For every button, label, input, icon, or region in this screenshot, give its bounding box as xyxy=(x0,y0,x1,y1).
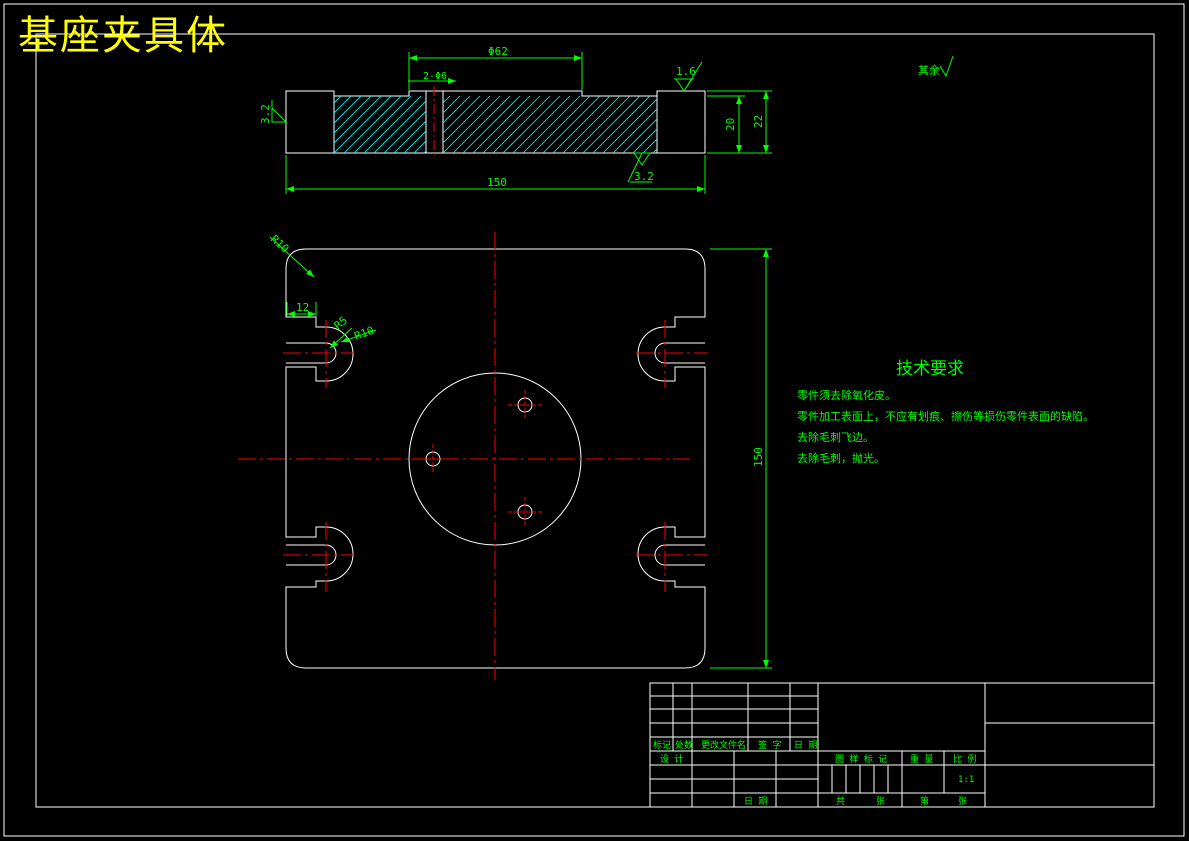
hatch-line xyxy=(334,96,352,114)
slot-tr xyxy=(654,342,705,364)
hatch-line xyxy=(522,96,581,153)
hatch-line xyxy=(334,96,342,104)
hatch-line xyxy=(373,100,426,153)
dim-corner-radius: R10 xyxy=(268,233,291,256)
tb-sheet-no: 第 xyxy=(920,795,929,807)
tb-header-sign: 签 字 xyxy=(758,739,781,751)
hatch-line xyxy=(443,96,461,114)
tech-heading: 技术要求 xyxy=(896,359,964,379)
tech-item: 去除毛刺，抛光。 xyxy=(797,451,885,465)
tb-header-count: 处数 xyxy=(675,739,693,751)
tb-header-mark: 标记 xyxy=(653,739,671,751)
tb-scale-value: 1:1 xyxy=(958,775,974,785)
hatch-line xyxy=(452,96,511,153)
dim-overall-width: 150 xyxy=(487,176,507,189)
tb-design: 设 计 xyxy=(660,753,683,765)
hatch-line xyxy=(592,96,651,153)
hatch-line xyxy=(334,96,362,124)
section-view xyxy=(274,86,720,158)
hatch-line xyxy=(383,110,426,153)
hatch-line xyxy=(334,96,392,153)
hatch-line xyxy=(482,96,541,153)
hatch-line xyxy=(552,96,611,153)
hatch-line xyxy=(413,140,426,153)
hatch-line xyxy=(443,96,501,153)
hatch-line xyxy=(353,96,412,153)
dim-slot-offset: 12 xyxy=(296,301,309,314)
tb-weight: 重 量 xyxy=(910,753,933,765)
hatch-line xyxy=(512,96,571,153)
roughness-top: 1.6 xyxy=(676,65,696,78)
title-block-text: 标记 处数 更改文件名 签 字 日 期 设 计 日 期 图 样 标 记 重 量 … xyxy=(653,739,976,807)
tb-sheet-no-label: 张 xyxy=(958,796,967,807)
hatch-line xyxy=(542,96,601,153)
dim-slot-r2: R10 xyxy=(353,324,376,343)
hatch-line xyxy=(343,96,402,153)
tb-header-file: 更改文件名 xyxy=(701,739,746,751)
hatch-line xyxy=(423,150,426,153)
dim-height-inner: 20 xyxy=(724,118,737,131)
hatch-line xyxy=(582,96,641,153)
drawing-title: 基座夹具体 xyxy=(18,13,228,59)
hatch-line xyxy=(443,96,471,124)
hatch-line xyxy=(652,148,657,153)
title-block xyxy=(649,682,1155,808)
hatch-line xyxy=(622,118,657,153)
hatch-line xyxy=(363,96,422,153)
dim-slot-r1: R5 xyxy=(332,314,351,332)
hatch-line xyxy=(462,96,521,153)
hatch-line xyxy=(642,138,657,153)
hatch-line xyxy=(492,96,551,153)
roughness-left: 3.2 xyxy=(259,104,272,124)
roughness-bottom: 3.2 xyxy=(634,170,654,183)
hatch-line xyxy=(334,96,372,134)
tech-item: 零件加工表面上，不应有划痕、擦伤等损伤零件表面的缺陷。 xyxy=(797,409,1094,423)
tb-sheet-total: 共 xyxy=(836,796,845,807)
hatch-line xyxy=(403,130,426,153)
hatch-line xyxy=(334,96,382,144)
outer-border xyxy=(3,3,1185,837)
dim-top-width: Φ62 xyxy=(488,45,508,58)
tech-item: 零件须去除氧化皮。 xyxy=(797,388,896,402)
slot-br xyxy=(654,544,705,566)
tb-sheet-label: 张 xyxy=(876,796,885,807)
hatch-line xyxy=(393,120,426,153)
hatch-line xyxy=(562,96,621,153)
hatch-line xyxy=(472,96,531,153)
tb-stage-mark: 图 样 标 记 xyxy=(835,753,887,765)
hatch-line xyxy=(663,96,720,153)
hatch-line xyxy=(612,108,657,153)
hatch-line xyxy=(602,98,657,153)
tech-item: 去除毛刺飞边。 xyxy=(797,430,874,444)
roughness-rest: 其余 xyxy=(918,63,940,77)
tb-scale-header: 比 例 xyxy=(953,753,976,765)
hatch-line xyxy=(443,96,451,104)
inner-frame xyxy=(35,33,1155,808)
dim-height-outer: 22 xyxy=(752,115,765,128)
hatch-line xyxy=(443,96,491,144)
dim-slot: 2-Φ6 xyxy=(423,71,447,82)
hatch-line xyxy=(443,96,481,134)
section-dimensions xyxy=(271,52,954,194)
hatch-line xyxy=(383,96,440,153)
plan-dimensions xyxy=(269,236,772,669)
tb-date: 日 期 xyxy=(744,796,767,807)
hatch-right xyxy=(383,96,720,153)
hatch-line xyxy=(632,128,657,153)
hatch-line xyxy=(502,96,561,153)
plate-outline xyxy=(285,248,706,669)
hatch-line xyxy=(274,96,331,153)
plan-centerlines xyxy=(238,232,708,680)
hatch-line xyxy=(572,96,631,153)
dim-plan-height: 150 xyxy=(752,447,765,467)
tb-header-date: 日 期 xyxy=(794,740,817,751)
hatch-left xyxy=(274,96,426,153)
hatch-line xyxy=(532,96,591,153)
